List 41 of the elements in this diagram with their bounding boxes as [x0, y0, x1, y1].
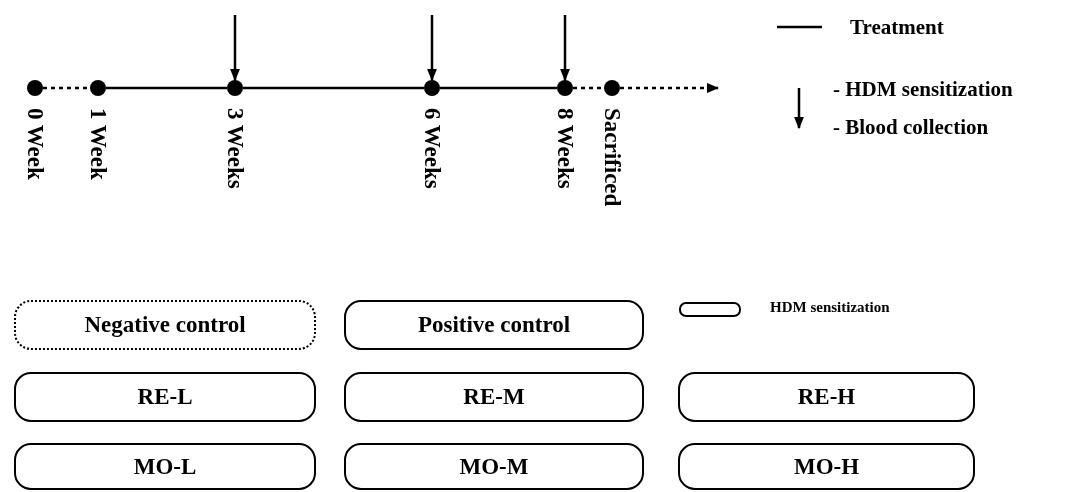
group-box: [344, 300, 644, 350]
timeline-dot: [90, 80, 106, 96]
time-label: 3 Weeks: [224, 108, 246, 189]
timeline-dot: [27, 80, 43, 96]
timeline-line: [243, 86, 424, 90]
time-label: 1 Week: [87, 108, 109, 180]
sensitization-arrow: [427, 15, 437, 82]
sensitization-arrow: [560, 15, 570, 82]
time-label: 8 Weeks: [554, 108, 576, 189]
timeline-line: [106, 86, 227, 90]
group-box: [344, 372, 644, 422]
timeline-dot: [604, 80, 620, 96]
timeline-dot: [424, 80, 440, 96]
legend-text: HDM sensitization: [770, 299, 890, 316]
group-box: [678, 443, 975, 490]
group-box: [678, 372, 975, 422]
arrow: [620, 83, 720, 93]
legend-text: - Blood collection: [833, 115, 989, 140]
group-label: RE-L: [137, 384, 193, 410]
legend-text: Treatment: [850, 15, 944, 40]
group-box: [14, 443, 316, 490]
group-label: RE-M: [463, 384, 525, 410]
sensitization-arrow: [230, 15, 240, 82]
time-label: 6 Weeks: [421, 108, 443, 189]
group-box: [14, 300, 316, 350]
group-label: Negative control: [84, 312, 246, 338]
group-label: MO-H: [793, 453, 860, 480]
timeline-line: [43, 86, 90, 90]
group-label: RE-H: [797, 384, 856, 410]
group-box: [344, 443, 644, 490]
time-label: 0 Week: [24, 108, 46, 180]
time-label: Sacrificed: [601, 108, 623, 207]
legend-text: - HDM sensitization: [833, 77, 1013, 102]
group-box: [14, 372, 316, 422]
group-label: Positive control: [417, 312, 571, 338]
group-label: MO-M: [459, 453, 529, 480]
timeline-line: [440, 86, 557, 90]
timeline-line: [573, 86, 604, 90]
group-label: MO-L: [133, 453, 197, 480]
timeline-dot: [557, 80, 573, 96]
timeline-dot: [227, 80, 243, 96]
